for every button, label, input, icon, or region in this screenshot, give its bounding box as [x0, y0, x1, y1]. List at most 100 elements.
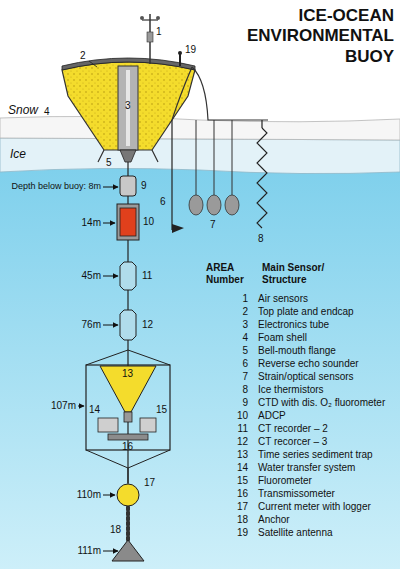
- callout-number: 1: [156, 26, 162, 38]
- table-cell: CT recorcer – 3: [258, 436, 327, 448]
- table-number: 9: [242, 397, 248, 409]
- table-number: 14: [237, 462, 248, 474]
- table-cell: Time series sediment trap: [258, 449, 373, 461]
- table-cell: Reverse echo sounder: [258, 358, 359, 370]
- table-cell: Electronics tube: [258, 319, 329, 331]
- table-cell: Current meter with logger: [258, 501, 371, 513]
- table-number: 7: [242, 371, 248, 383]
- adcp-frame: [117, 204, 139, 240]
- trap-frame: [86, 365, 170, 450]
- table-cell: Foam shell: [258, 332, 307, 344]
- water-transfer-system: [98, 418, 118, 432]
- foam-shell: [62, 62, 195, 150]
- table-number: 15: [237, 475, 248, 487]
- satellite-antenna: [179, 54, 181, 66]
- sediment-trap-funnel: [100, 366, 156, 412]
- depth-arrow: [103, 187, 118, 188]
- strain-sensor: [225, 195, 239, 215]
- table-number: 4: [242, 332, 248, 344]
- depth-arrow: [103, 223, 115, 224]
- callout-number: 5: [106, 157, 112, 169]
- callout-number: 19: [185, 44, 196, 56]
- callout-number: 18: [110, 524, 121, 536]
- callout-number: 16: [122, 441, 133, 453]
- strain-sensor: [189, 195, 203, 215]
- callout-number: 4: [44, 106, 50, 118]
- thermistor-string: [257, 128, 267, 228]
- callout-number: 15: [156, 404, 167, 416]
- depth-label: 45m: [82, 270, 101, 282]
- table-number: 12: [237, 436, 248, 448]
- snow-layer: [0, 116, 400, 140]
- antenna-tip: [178, 51, 182, 55]
- thermistor-string: [261, 120, 262, 128]
- tube-highlight: [126, 70, 130, 146]
- table-cell: Top plate and endcap: [258, 306, 354, 318]
- layer-label: Ice: [10, 148, 26, 162]
- callout-number: 14: [89, 404, 100, 416]
- ocean: [0, 168, 400, 569]
- surface-cable: [172, 67, 192, 120]
- depth-arrow: [103, 551, 118, 552]
- callout-number: 11: [142, 270, 152, 282]
- sensor-line: [196, 120, 197, 195]
- sensor-line: [214, 120, 215, 195]
- anemometer-cup: [156, 16, 160, 20]
- electronics-tube: [118, 66, 138, 150]
- ctd-instrument: [120, 176, 136, 196]
- leader-line: [89, 61, 97, 67]
- sensor-line: [232, 120, 233, 195]
- depth-arrow: [103, 325, 118, 326]
- fluorometer: [140, 418, 156, 432]
- depth-label: 14m: [82, 217, 101, 229]
- callout-number: 8: [258, 233, 264, 245]
- callout-number: 17: [144, 477, 155, 489]
- strain-sensor: [207, 195, 221, 215]
- callout-number: 10: [143, 216, 154, 228]
- air-sensor: [147, 32, 153, 42]
- anchor-chain: [126, 507, 130, 540]
- table-cell: Ice thermistors: [258, 384, 324, 396]
- callout-number: 3: [125, 100, 131, 112]
- table-cell: Water transfer system: [258, 462, 355, 474]
- callout-number: 12: [142, 319, 153, 331]
- table-cell: Transmissometer: [258, 488, 335, 500]
- depth-label: Depth below buoy: 8m: [11, 181, 101, 191]
- table-number: 8: [242, 384, 248, 396]
- table-number: 13: [237, 449, 248, 461]
- ice-layer: [0, 138, 400, 174]
- depth-label: 107m: [51, 400, 76, 412]
- frame-bridle: [86, 350, 170, 468]
- ct-recorder: [120, 262, 136, 290]
- depth-arrow: [78, 406, 84, 407]
- echo-sounder: [172, 224, 184, 233]
- callout-number: 13: [122, 368, 133, 380]
- callout-number: 9: [141, 180, 147, 192]
- table-cell: Fluorometer: [258, 475, 312, 487]
- depth-arrow: [103, 495, 115, 496]
- layer-label: Snow: [8, 104, 38, 118]
- anemometer-bar: [142, 19, 158, 20]
- transmissometer: [108, 434, 148, 440]
- table-cell: Anchor: [258, 514, 290, 526]
- table-number: 17: [237, 501, 248, 513]
- table-header: Main Sensor/ Structure: [262, 262, 352, 285]
- current-meter: [117, 484, 139, 506]
- table-cell: Strain/optical sensors: [258, 371, 354, 383]
- table-number: 10: [237, 410, 248, 422]
- echo-sounder-line: [171, 120, 172, 230]
- table-number: 19: [237, 527, 248, 539]
- table-number: 6: [242, 358, 248, 370]
- title: ICE-OCEAN ENVIRONMENTAL BUOY: [212, 6, 394, 67]
- depth-label: 110m: [77, 489, 101, 501]
- table-number: 1: [242, 293, 248, 305]
- table-number: 2: [242, 306, 248, 318]
- callout-number: 6: [160, 196, 166, 208]
- trap-cup: [124, 412, 132, 422]
- table-cell: CT recorder – 2: [258, 423, 328, 435]
- anemometer-cup: [140, 16, 144, 20]
- table-number: 16: [237, 488, 248, 500]
- depth-label: 111m: [77, 545, 101, 557]
- table-number: 11: [238, 423, 248, 435]
